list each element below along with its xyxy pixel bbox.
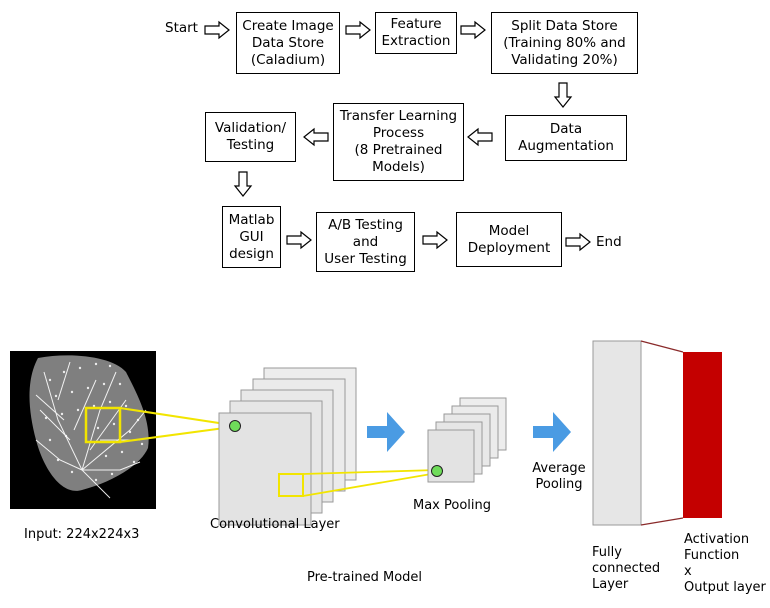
max-pooling-label: Max Pooling [413, 498, 492, 513]
maxpool-stack [427, 397, 507, 483]
conv-marker-dot [229, 420, 241, 432]
pool-field-line-bottom [302, 472, 438, 497]
pool-marker-dot [431, 465, 443, 477]
input-receptive-field-box [84, 406, 122, 444]
fully-connected-label: Fully connected Layer [592, 545, 661, 592]
arrow-create-to-feature [345, 21, 371, 39]
model-deployment-box: Model Deployment [456, 212, 562, 267]
validation-testing-box: Validation/ Testing [205, 112, 296, 162]
input-leaf-image [10, 351, 156, 509]
blue-arrow-icon [367, 412, 405, 452]
arrow-split-to-augment [554, 82, 572, 108]
transfer-learning-box: Transfer Learning Process (8 Pretrained … [333, 103, 464, 181]
output-layer [683, 352, 722, 518]
arrow-deploy-to-end [565, 233, 591, 251]
input-label: Input: 224x224x3 [24, 527, 140, 542]
pool-field-line-top [302, 469, 438, 475]
pretrained-model-caption: Pre-trained Model [307, 570, 423, 585]
blue-arrow-icon [533, 412, 571, 452]
arrow-gui-to-ab [286, 231, 312, 249]
arrow-start-to-create [204, 21, 230, 39]
arrow-feature-to-split [460, 21, 486, 39]
end-label: End [596, 234, 622, 250]
conv-layer-stack [218, 367, 357, 526]
conv-layer-label: Convolutional Layer [210, 517, 340, 532]
matlab-gui-box: Matlab GUI design [222, 206, 281, 268]
data-augmentation-box: Data Augmentation [505, 115, 627, 161]
split-data-store-box: Split Data Store (Training 80% and Valid… [491, 12, 638, 74]
ab-testing-box: A/B Testing and User Testing [316, 212, 415, 272]
feature-extraction-box: Feature Extraction [375, 12, 457, 54]
output-layer-label: Activation Function x Output layer [684, 532, 766, 595]
average-pooling-label: Average Pooling [532, 461, 586, 492]
arrow-validation-to-gui [234, 171, 252, 197]
arrow-ab-to-deploy [422, 231, 448, 249]
fully-connected-layer [592, 340, 642, 526]
receptive-field-line-bottom [119, 426, 233, 443]
arrow-augment-to-transfer [467, 128, 493, 146]
start-label: Start [165, 20, 198, 36]
fc-to-output-line-bottom [640, 517, 684, 526]
conv-pool-window-box [278, 473, 304, 497]
arrow-transfer-to-validation [303, 128, 329, 146]
create-data-store-box: Create Image Data Store (Caladium) [236, 12, 340, 74]
receptive-field-line-top [119, 407, 233, 426]
fc-to-output-line-top [640, 340, 684, 353]
